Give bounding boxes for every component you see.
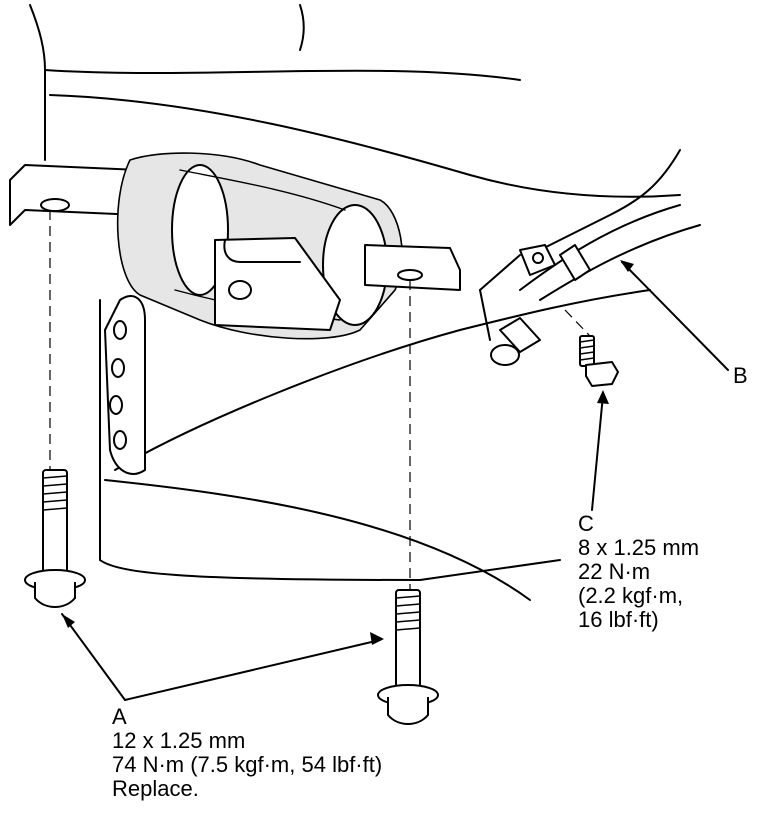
callout-c-torque-lbf: 16 lbf·ft) xyxy=(578,607,659,632)
bolt-c-guide-line xyxy=(564,309,591,337)
crossmember-bracket xyxy=(9,164,176,226)
leader-b xyxy=(620,260,729,371)
ground-cable xyxy=(479,204,701,366)
callout-c-size: 8 x 1.25 mm xyxy=(578,535,700,560)
callout-c-letter: C xyxy=(578,511,594,536)
callout-c-torque: 22 N·m xyxy=(578,559,651,584)
mount-bracket xyxy=(214,237,461,331)
leader-a xyxy=(61,613,384,701)
callout-a-size: 12 x 1.25 mm xyxy=(112,728,246,753)
callout-c-torque-kgf: (2.2 kgf·m, xyxy=(578,583,684,608)
callout-a-note: Replace. xyxy=(112,776,199,801)
callout-b: B xyxy=(733,364,748,388)
bolt-a-left-icon xyxy=(24,469,86,608)
bolt-a-middle-icon xyxy=(377,589,439,725)
side-flange xyxy=(104,295,146,475)
leader-c xyxy=(591,390,609,511)
callout-a-letter: A xyxy=(112,704,127,729)
callout-c: C 8 x 1.25 mm 22 N·m (2.2 kgf·m, 16 lbf·… xyxy=(578,512,699,632)
callout-b-letter: B xyxy=(733,363,748,388)
vehicle-body-outline xyxy=(29,4,681,601)
callout-a-torque: 74 N·m (7.5 kgf·m, 54 lbf·ft) xyxy=(112,752,383,777)
callout-a: A 12 x 1.25 mm 74 N·m (7.5 kgf·m, 54 lbf… xyxy=(112,705,382,801)
bolt-c-icon xyxy=(579,335,619,387)
